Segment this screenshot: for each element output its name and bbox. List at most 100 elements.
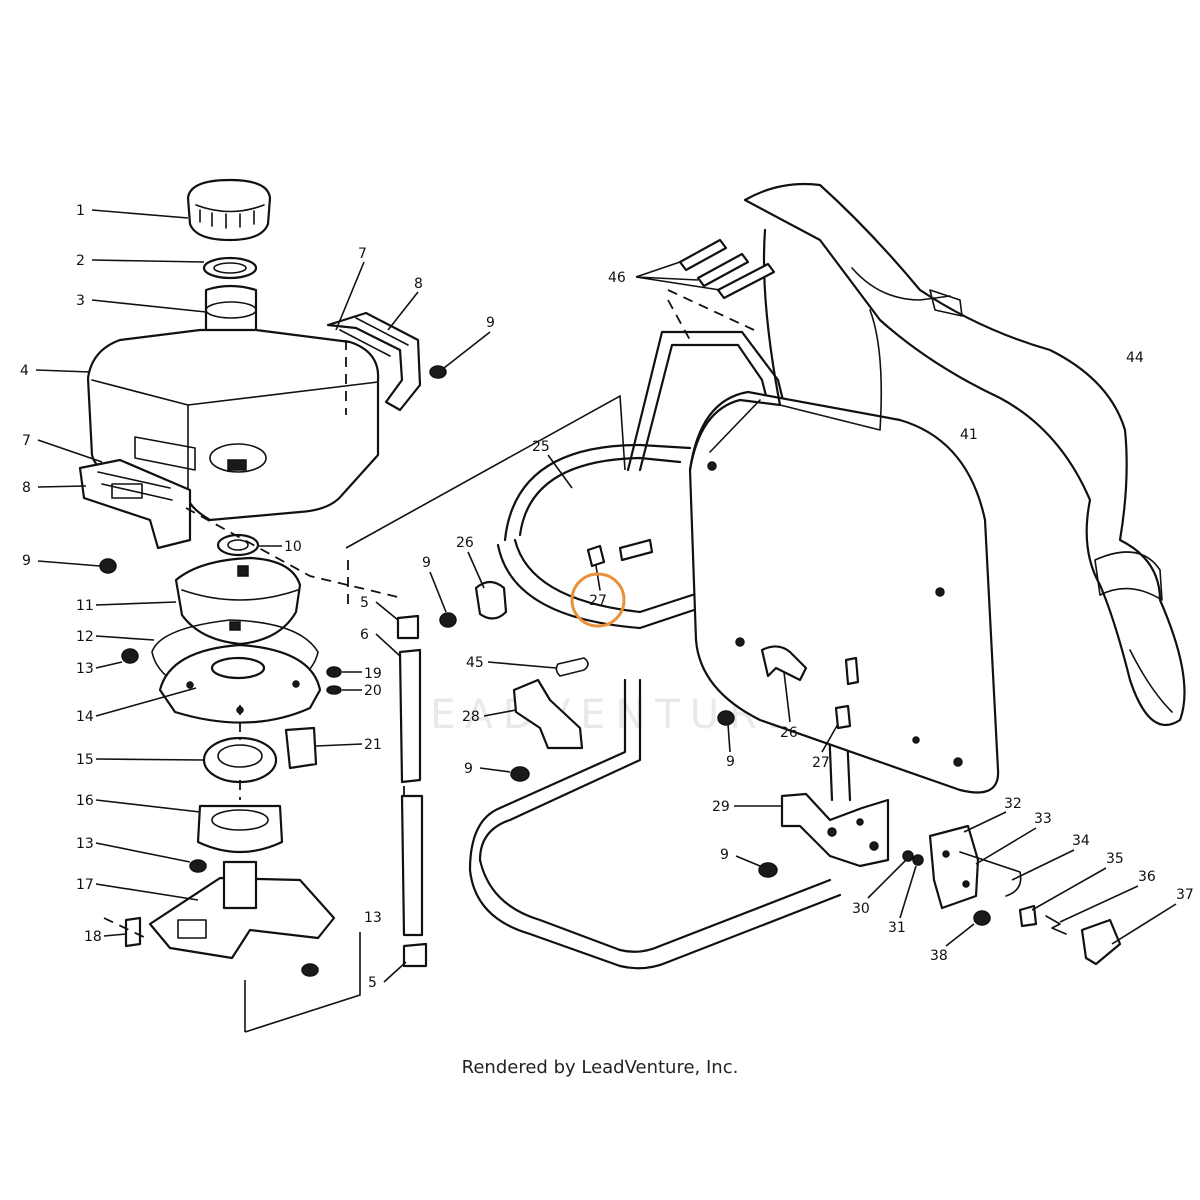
- callout-35: 35: [1031, 851, 1124, 911]
- svg-text:14: 14: [76, 709, 94, 725]
- callout-44: 44: [1126, 350, 1144, 366]
- callout-12: 12: [76, 629, 155, 645]
- callout-17: 17: [76, 877, 199, 901]
- svg-text:9: 9: [22, 553, 31, 569]
- callout-9c: 9: [422, 555, 447, 613]
- svg-text:4: 4: [20, 363, 29, 379]
- callout-20: 20: [342, 683, 382, 699]
- callout-31: 31: [888, 865, 917, 936]
- svg-text:46: 46: [608, 270, 626, 286]
- gear-housing-14: [158, 643, 322, 724]
- nut-10: [216, 533, 260, 557]
- render-credit: Rendered by LeadVenture, Inc.: [461, 1057, 739, 1078]
- bracket-28: [512, 678, 584, 750]
- svg-text:10: 10: [284, 539, 302, 555]
- callout-25: 25: [532, 439, 573, 489]
- housing-16: [196, 804, 284, 854]
- bolt-9e: [717, 710, 735, 726]
- svg-text:9: 9: [486, 315, 495, 331]
- bolt-13c: [301, 963, 319, 977]
- callout-11: 11: [76, 598, 177, 614]
- svg-text:19: 19: [364, 666, 382, 682]
- clip-45: [555, 657, 589, 677]
- shaft-shoulder-13b: [189, 859, 207, 873]
- callout-9a: 9: [443, 315, 495, 369]
- svg-text:34: 34: [1072, 833, 1090, 849]
- clamp-26b: [760, 645, 808, 682]
- svg-text:9: 9: [720, 847, 729, 863]
- callout-36: 36: [1059, 869, 1156, 923]
- latch-37: [1080, 918, 1122, 966]
- callout-13b: 13: [76, 836, 191, 863]
- svg-text:13: 13: [76, 836, 94, 852]
- svg-text:5: 5: [360, 595, 369, 611]
- bolt-9b: [99, 558, 117, 574]
- svg-text:13: 13: [76, 661, 94, 677]
- callout-26b: 26: [780, 671, 798, 741]
- svg-text:38: 38: [930, 948, 948, 964]
- bolt-38: [973, 910, 991, 926]
- svg-text:44: 44: [1126, 350, 1144, 366]
- bolt-9c: [439, 612, 457, 628]
- callout-8b: 8: [22, 480, 87, 496]
- fitting-27b: [834, 656, 860, 730]
- svg-text:35: 35: [1106, 851, 1124, 867]
- svg-text:31: 31: [888, 920, 906, 936]
- latch-plate-32: [928, 824, 1022, 910]
- callout-26a: 26: [456, 535, 485, 589]
- bolt-9d: [510, 766, 530, 782]
- gear-cover-11: [174, 556, 302, 646]
- callout-9f: 9: [720, 847, 761, 867]
- callout-10: 10: [258, 539, 302, 555]
- svg-text:17: 17: [76, 877, 94, 893]
- svg-text:41: 41: [960, 427, 978, 443]
- callout-13c: 13: [364, 910, 382, 926]
- svg-text:9: 9: [726, 754, 735, 770]
- bolt-13: [121, 648, 139, 664]
- fitting-27a: [586, 538, 654, 591]
- callout-27b: 27: [812, 723, 839, 771]
- bolt-9f: [758, 862, 778, 878]
- svg-text:11: 11: [76, 598, 94, 614]
- clamp-26a: [474, 580, 508, 620]
- callout-13a: 13: [76, 661, 123, 677]
- stud-18: [124, 916, 142, 948]
- svg-text:32: 32: [1004, 796, 1022, 812]
- callout-18: 18: [84, 929, 127, 945]
- callout-28: 28: [462, 709, 517, 725]
- svg-text:7: 7: [358, 246, 367, 262]
- svg-text:45: 45: [466, 655, 484, 671]
- callout-9e: 9: [726, 723, 735, 770]
- svg-text:20: 20: [364, 683, 382, 699]
- washer-19-20: [326, 666, 342, 695]
- svg-text:33: 33: [1034, 811, 1052, 827]
- callout-27-highlighted[interactable]: 27: [570, 572, 626, 628]
- svg-text:7: 7: [22, 433, 31, 449]
- tank-bracket-left: [78, 458, 192, 550]
- callout-46: 46: [608, 261, 721, 291]
- bearing-15: [202, 736, 278, 784]
- callout-37: 37: [1111, 887, 1194, 945]
- backrest-pad-41: [688, 390, 1000, 794]
- spring-36: [1045, 915, 1067, 935]
- svg-text:16: 16: [76, 793, 94, 809]
- callout-9b: 9: [22, 553, 101, 569]
- svg-text:28: 28: [462, 709, 480, 725]
- svg-text:6: 6: [360, 627, 369, 643]
- fuel-cap: [186, 178, 272, 242]
- callout-41: 41: [960, 427, 978, 443]
- svg-text:8: 8: [22, 480, 31, 496]
- callout-15: 15: [76, 752, 205, 768]
- callout-6: 6: [360, 627, 401, 657]
- svg-text:13: 13: [364, 910, 382, 926]
- svg-text:5: 5: [368, 975, 377, 991]
- springs-46: [678, 238, 776, 300]
- callout-34: 34: [1011, 833, 1090, 881]
- svg-text:3: 3: [76, 293, 85, 309]
- callout-4: 4: [20, 363, 91, 379]
- svg-text:1: 1: [76, 203, 85, 219]
- svg-text:18: 18: [84, 929, 102, 945]
- callout-3: 3: [76, 293, 207, 313]
- drive-shaft-6: [398, 648, 424, 937]
- svg-text:15: 15: [76, 752, 94, 768]
